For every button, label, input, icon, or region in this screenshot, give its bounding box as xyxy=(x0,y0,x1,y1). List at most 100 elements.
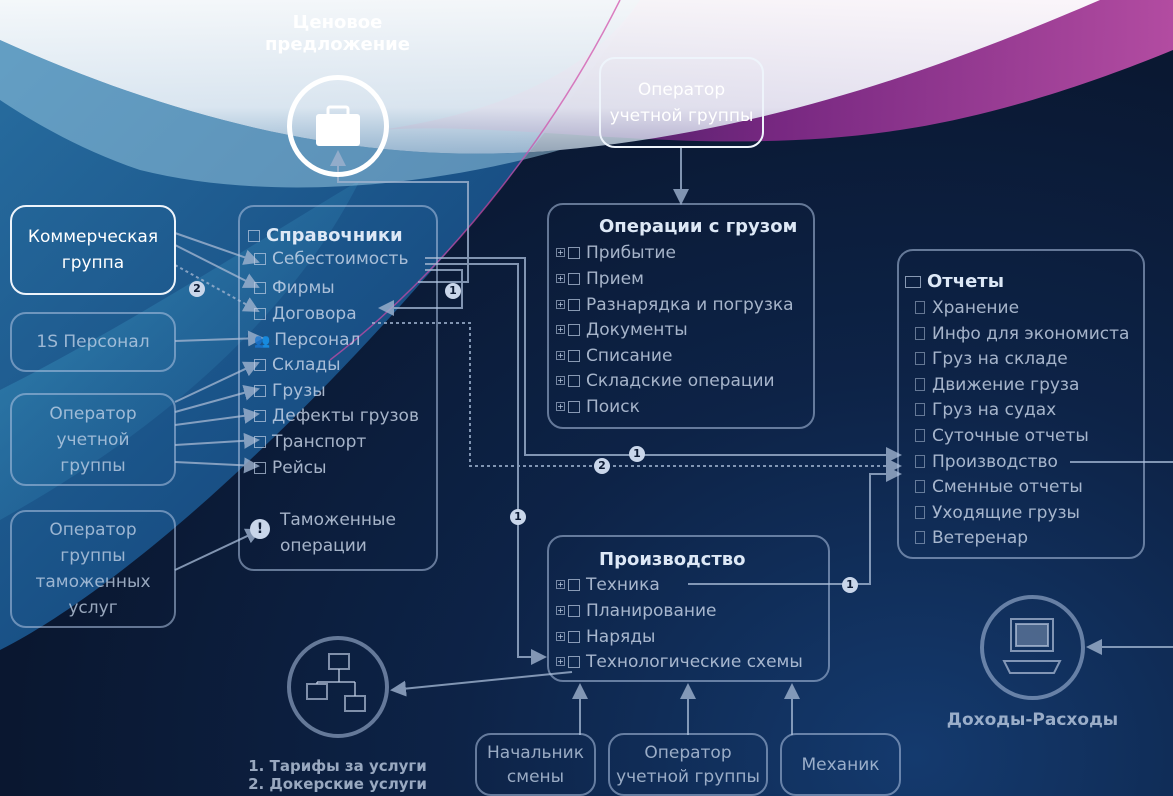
directory-item: Рейсы xyxy=(254,456,327,480)
expand-icon xyxy=(556,300,565,309)
cargo-operations-header: Операции с грузом xyxy=(599,216,798,237)
document-icon xyxy=(254,436,266,448)
operator-accounting-left-box: Оператор учетной группы xyxy=(10,393,176,486)
cargo-operations-panel: Операции с грузом Прибытие Прием Разнаря… xyxy=(547,203,815,429)
document-icon xyxy=(915,531,925,544)
exclamation-icon: ! xyxy=(250,519,270,539)
cargo-op-item: Прием xyxy=(556,267,644,291)
report-item: Движение груза xyxy=(915,373,1079,397)
report-item: Производство xyxy=(915,450,1058,474)
report-item: Инфо для экономиста xyxy=(915,322,1129,346)
document-icon xyxy=(254,385,266,397)
marker-two: 2 xyxy=(189,281,205,297)
expand-icon xyxy=(556,580,565,589)
directory-item: Транспорт xyxy=(254,430,366,454)
cargo-op-item: Документы xyxy=(556,318,688,342)
reports-header: Отчеты xyxy=(905,271,1004,292)
directory-item: 👥Персонал xyxy=(254,330,361,350)
report-item: Хранение xyxy=(915,296,1019,320)
document-icon xyxy=(254,253,266,265)
expand-icon xyxy=(556,325,565,334)
document-icon xyxy=(254,282,266,294)
commercial-group-box: Коммерческая группа xyxy=(10,205,176,295)
document-icon xyxy=(915,455,925,468)
people-icon: 👥 xyxy=(254,334,271,349)
expand-icon xyxy=(556,248,565,257)
cargo-op-item: Разнарядка и погрузка xyxy=(556,293,794,317)
computer-icon xyxy=(980,595,1085,700)
expand-icon xyxy=(556,402,565,411)
report-item: Уходящие грузы xyxy=(915,501,1080,525)
folder-icon xyxy=(905,276,921,288)
production-item: Техника xyxy=(556,573,660,597)
services-caption: 1. Тарифы за услуги 2. Докерские услуги xyxy=(248,757,427,793)
directory-item: Грузы xyxy=(254,379,326,403)
document-icon xyxy=(568,579,580,591)
document-icon xyxy=(915,480,925,493)
directory-item: Договора xyxy=(254,302,357,326)
document-icon xyxy=(568,299,580,311)
document-icon xyxy=(915,429,925,442)
production-item: Планирование xyxy=(556,599,716,623)
marker-two: 2 xyxy=(594,458,610,474)
document-icon xyxy=(568,273,580,285)
network-computers-icon xyxy=(287,636,389,738)
production-panel: Производство Техника Планирование Наряды… xyxy=(547,535,830,682)
document-icon xyxy=(568,350,580,362)
directories-header: Справочники xyxy=(248,225,403,246)
directory-icon xyxy=(248,230,260,242)
report-item: Суточные отчеты xyxy=(915,424,1089,448)
marker-one: 1 xyxy=(842,577,858,593)
production-item: Наряды xyxy=(556,625,655,649)
document-icon xyxy=(915,506,925,519)
cargo-op-item: Поиск xyxy=(556,395,640,419)
document-icon xyxy=(915,327,925,340)
production-header: Производство xyxy=(599,549,746,570)
briefcase-icon xyxy=(287,75,389,177)
document-icon xyxy=(915,378,925,391)
document-icon xyxy=(568,605,580,617)
directory-item: Дефекты грузов xyxy=(254,404,419,428)
reports-panel: Отчеты Хранение Инфо для экономиста Груз… xyxy=(897,249,1145,559)
expand-icon xyxy=(556,274,565,283)
document-icon xyxy=(254,308,266,320)
operator-accounting-top-box: Оператор учетной группы xyxy=(599,57,764,148)
document-icon xyxy=(254,462,266,474)
document-icon xyxy=(568,656,580,668)
document-icon xyxy=(915,403,925,416)
marker-one: 1 xyxy=(510,509,526,525)
personnel-1s-box: 1S Персонал xyxy=(10,312,176,372)
document-icon xyxy=(254,359,266,371)
document-icon xyxy=(915,352,925,365)
report-item: Ветеренар xyxy=(915,526,1028,550)
cargo-op-item: Складские операции xyxy=(556,369,775,393)
marker-one: 1 xyxy=(445,283,461,299)
report-item: Сменные отчеты xyxy=(915,475,1083,499)
document-icon xyxy=(568,401,580,413)
mechanic-box: Механик xyxy=(780,733,901,796)
customs-group-box: Оператор группы таможенных услуг xyxy=(10,510,176,628)
document-icon xyxy=(254,410,266,422)
cargo-op-item: Списание xyxy=(556,344,672,368)
document-icon xyxy=(568,375,580,387)
document-icon xyxy=(568,324,580,336)
customs-operations: Таможенные операции xyxy=(280,510,396,556)
expand-icon xyxy=(556,657,565,666)
directories-panel: Справочники Себестоимость Фирмы Договора… xyxy=(238,205,438,571)
directory-item: Себестоимость xyxy=(254,247,408,271)
document-icon xyxy=(915,301,925,314)
production-item: Технологические схемы xyxy=(556,650,803,674)
directory-item: Склады xyxy=(254,353,341,377)
document-icon xyxy=(568,247,580,259)
operator-accounting-bottom-box: Оператор учетной группы xyxy=(608,733,768,796)
expand-icon xyxy=(556,632,565,641)
price-offer-title: Ценовое предложение xyxy=(265,12,410,55)
income-expense-caption: Доходы-Расходы xyxy=(946,710,1119,730)
shift-chief-box: Начальник смены xyxy=(475,733,596,796)
expand-icon xyxy=(556,606,565,615)
document-icon xyxy=(568,631,580,643)
expand-icon xyxy=(556,376,565,385)
